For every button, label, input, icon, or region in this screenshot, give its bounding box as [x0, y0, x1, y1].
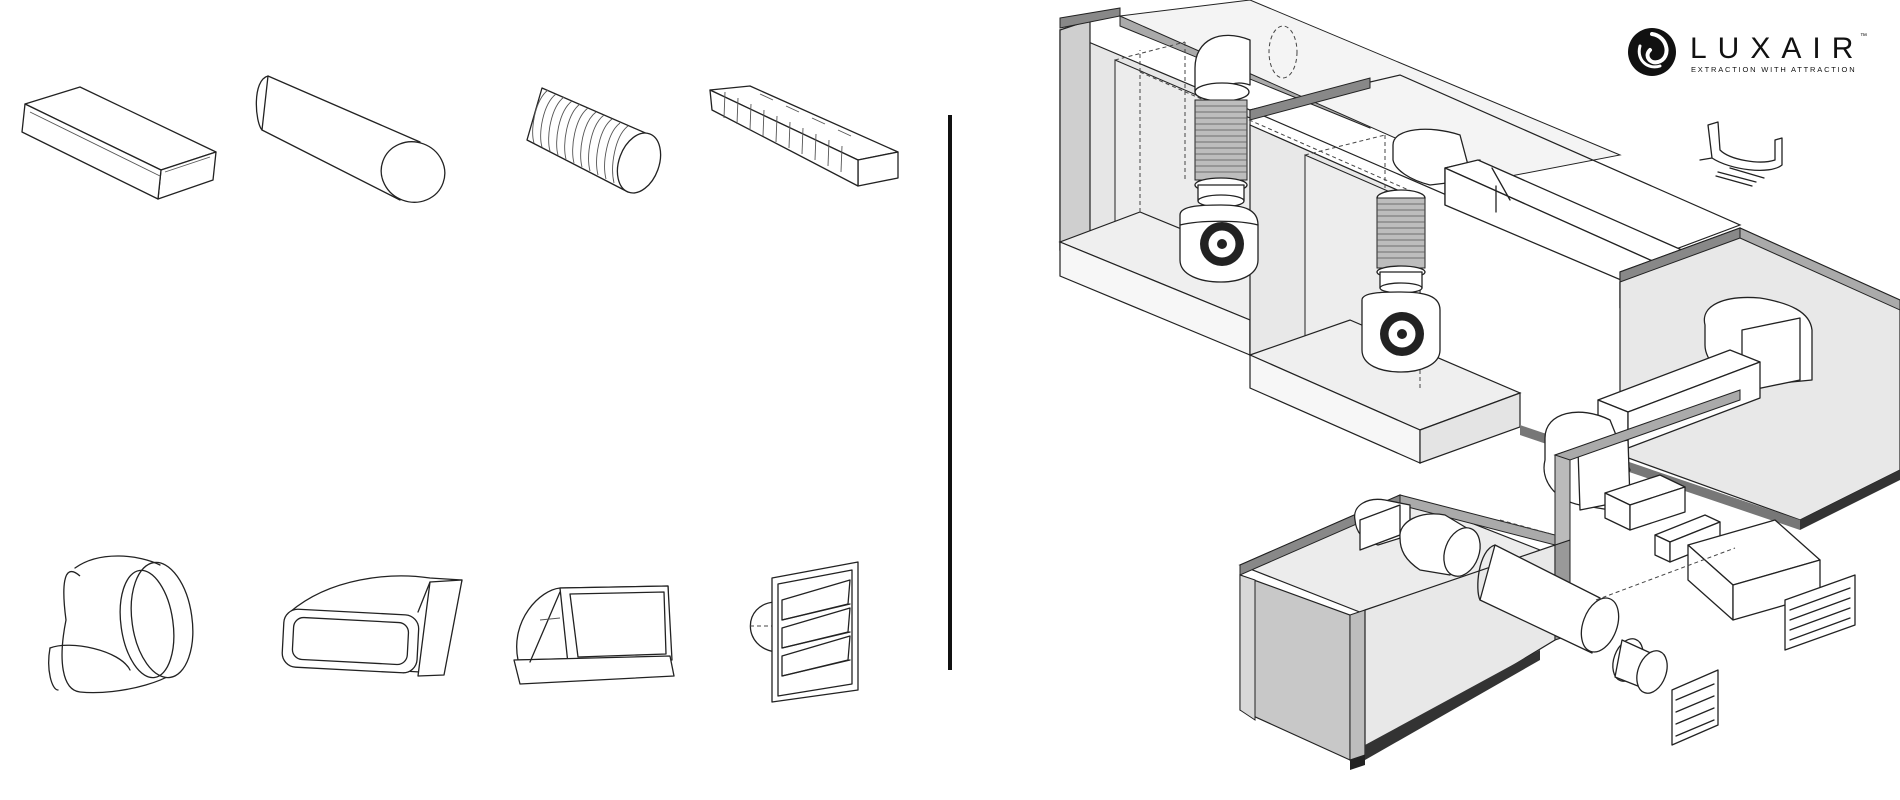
mounting-bracket [1699, 121, 1783, 187]
installation-diagram: LUXAIR EXTRACTION WITH ATTRACTION ™ [1058, 0, 1900, 770]
extractor-motor-2 [1361, 189, 1441, 373]
lower-ducting [1354, 498, 1736, 694]
flexible-round-hose-icon [526, 87, 662, 194]
brand-name: LUXAIR [1690, 32, 1864, 65]
louvred-wall-vent-icon [749, 561, 859, 703]
luxair-logo: LUXAIR EXTRACTION WITH ATTRACTION ™ [1628, 28, 1867, 76]
rectangular-duct-icon [21, 86, 217, 200]
brand-trademark: ™ [1860, 33, 1867, 40]
extractor-motor-1 [1179, 25, 1298, 283]
rectangular-vertical-elbow-icon [513, 585, 675, 685]
round-elbow-icon [48, 555, 194, 694]
brand-tagline: EXTRACTION WITH ATTRACTION [1691, 65, 1856, 74]
wall-vent-right [1784, 574, 1856, 651]
round-duct-icon [255, 75, 446, 203]
swirl-logo-icon [1628, 28, 1676, 76]
wall-vent-lower [1671, 669, 1719, 746]
rectangular-horizontal-elbow-icon [281, 575, 463, 677]
flexible-rectangular-hose-icon [709, 85, 899, 187]
